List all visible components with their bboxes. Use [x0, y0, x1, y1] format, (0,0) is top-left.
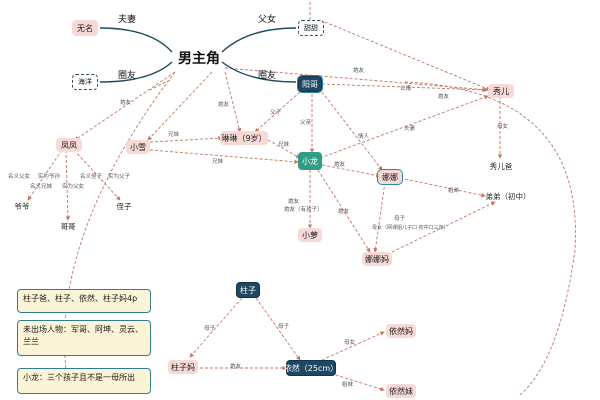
edge-label-paoyou-3: 炮友 — [353, 68, 365, 74]
edge-xiaolong-nanamom — [317, 169, 371, 253]
edge-label-fuqi: 夫妻 — [404, 126, 416, 132]
edge-left-arc — [64, 71, 176, 396]
node-nana[interactable]: 娜娜 — [377, 169, 403, 185]
edge-label-fuyou-child: 炮友（有孩子） — [284, 207, 323, 213]
node-linlin[interactable]: 琳琳（9岁） — [220, 131, 268, 145]
curve-center-wuming — [99, 27, 173, 53]
edge-label-paoyou-5: 炮友 — [334, 162, 346, 168]
edge-label-xiongmei-3: 兄妹 — [212, 159, 224, 165]
edge-center-xiaoxue — [147, 71, 213, 141]
edge-nanamom-didi — [391, 201, 496, 253]
node-xiaoluo[interactable]: 小萝 — [298, 228, 322, 242]
edge-label-muzi: 母子 — [394, 216, 406, 222]
edge-label-jiedi: 姐弟 — [448, 188, 460, 194]
edge-label-jiemei: 姐妹 — [342, 382, 354, 388]
edge-right-arc — [404, 81, 576, 396]
node-haiyang[interactable]: 海洋 — [72, 74, 98, 90]
edge-yangge-nana — [321, 91, 383, 171]
node-xiuer[interactable]: 秀儿 — [488, 84, 514, 98]
edge-xiaoxue-linlin — [149, 135, 223, 143]
node-xiaolong[interactable]: 小龙 — [298, 152, 322, 170]
edge-fengfeng-yeye — [27, 149, 63, 201]
edge-label-fuqin: 父亲 — [300, 120, 312, 126]
node-yiran-sis[interactable]: 依然妹 — [386, 384, 416, 398]
node-yiran-mom[interactable]: 依然妈 — [386, 324, 416, 338]
edge-center-down — [149, 79, 171, 91]
curve-center-yangge — [221, 61, 297, 83]
curve-center-haiyang — [99, 61, 173, 83]
node-tiantian[interactable]: 甜甜 — [298, 20, 324, 36]
label-couple: 夫妻 — [118, 15, 137, 25]
label-friend-right: 圈友 — [258, 71, 277, 81]
edge-center-xiuer — [224, 67, 489, 92]
curve-center-tiantian — [221, 27, 297, 53]
note-4p: 柱子爸、柱子、依然、柱子妈4p — [17, 289, 151, 313]
node-wuming[interactable]: 无名 — [72, 20, 98, 36]
label-father-daughter: 父女 — [258, 15, 277, 25]
edge-label-munu: 母女 — [497, 124, 509, 130]
edge-center-linlin — [224, 71, 242, 133]
edge-label-gongxu: 公婿 — [400, 86, 412, 92]
note-unseen-characters: 未出场人物：军哥、阿坤、灵云、兰兰 — [17, 320, 151, 356]
node-zhuzi[interactable]: 柱子 — [236, 282, 260, 298]
node-zhuzi-mom[interactable]: 柱子妈 — [168, 360, 198, 374]
node-xiuer-dad[interactable]: 秀儿爸 — [489, 161, 513, 171]
edge-nana-didi — [399, 177, 486, 198]
node-gege[interactable]: 哥哥 — [60, 221, 76, 231]
edge-label-shiwei-fuzi: 实为父女 — [62, 184, 85, 190]
edge-xiaoxue-xiaolong — [149, 149, 299, 164]
edge-yangge-xiuer — [321, 83, 487, 93]
edge-label-paoyou-2: 炮友 — [218, 102, 230, 108]
edge-center-fengfeng — [74, 71, 176, 141]
edge-label-qingren: 情人 — [358, 134, 370, 140]
edge-label-paoyou-4: 炮友 — [438, 94, 450, 100]
edge-tiantian-xiuer — [319, 19, 491, 91]
edge-label-mingyi-fuzi: 名义父女 — [8, 174, 31, 180]
edge-fengfeng-gege — [65, 149, 71, 221]
edge-label-paoyou-1: 炮友 — [120, 100, 132, 106]
label-friend-left: 圈友 — [118, 71, 137, 81]
edge-label-xiongmei-2: 兄妹 — [278, 142, 290, 148]
edge-label-mingyi-xiongmei: 名义兄妹 — [30, 184, 53, 190]
node-zhizi[interactable]: 侄子 — [116, 201, 132, 211]
edge-label-paoyou-6: 炮友 — [288, 199, 300, 205]
note-xiaolong: 小龙：三个孩子且不是一母所出 — [17, 368, 151, 394]
edge-label-paoyou-7: 炮友 — [338, 209, 350, 215]
edge-label-paoyou-8: 炮友 — [230, 364, 242, 370]
node-yiran[interactable]: 依然（25cm） — [284, 360, 338, 376]
edge-label-muzi-3: 母子 — [278, 324, 290, 330]
node-yeye[interactable]: 爷爷 — [14, 201, 30, 211]
edge-yiran-yiranmom — [321, 331, 385, 361]
edge-label-tongxue: 母女（网课姐儿子口 初中口三年） — [372, 225, 449, 231]
edge-label-shiwei-fuzi2: 实为父子 — [108, 174, 131, 180]
edge-label-shiwei-fuqi: 实为爷孙 — [38, 174, 61, 180]
edge-label-mingyi-zhizi: 名义侄子 — [80, 174, 103, 180]
edge-yangge-linlin — [254, 91, 301, 133]
edge-nana-nanamom — [373, 181, 386, 253]
edge-zhuzi-yiran — [255, 297, 301, 361]
node-didi[interactable]: 弟弟（初中） — [485, 191, 531, 201]
node-xiaoxue[interactable]: 小雪 — [126, 140, 150, 154]
node-nana-mom[interactable]: 娜娜妈 — [362, 252, 392, 266]
center-title: 男主角 — [178, 51, 220, 67]
edge-label-munu-2: 母女 — [344, 340, 356, 346]
node-yangge[interactable]: 阳哥 — [297, 75, 323, 93]
edge-fengfeng-zhizi — [73, 149, 121, 201]
node-fengfeng[interactable]: 凤凤 — [56, 138, 82, 152]
edge-linlin-xiaolong — [267, 139, 301, 159]
edge-label-muzi-2: 母子 — [204, 326, 216, 332]
edge-label-xiongmei: 兄妹 — [168, 132, 180, 138]
edge-xiaolong-nana — [321, 164, 381, 178]
edge-label-fuzi: 父子 — [270, 110, 282, 116]
edge-yiran-yiransis — [325, 371, 385, 392]
edge-zhuzi-zhuzimom — [189, 297, 243, 358]
